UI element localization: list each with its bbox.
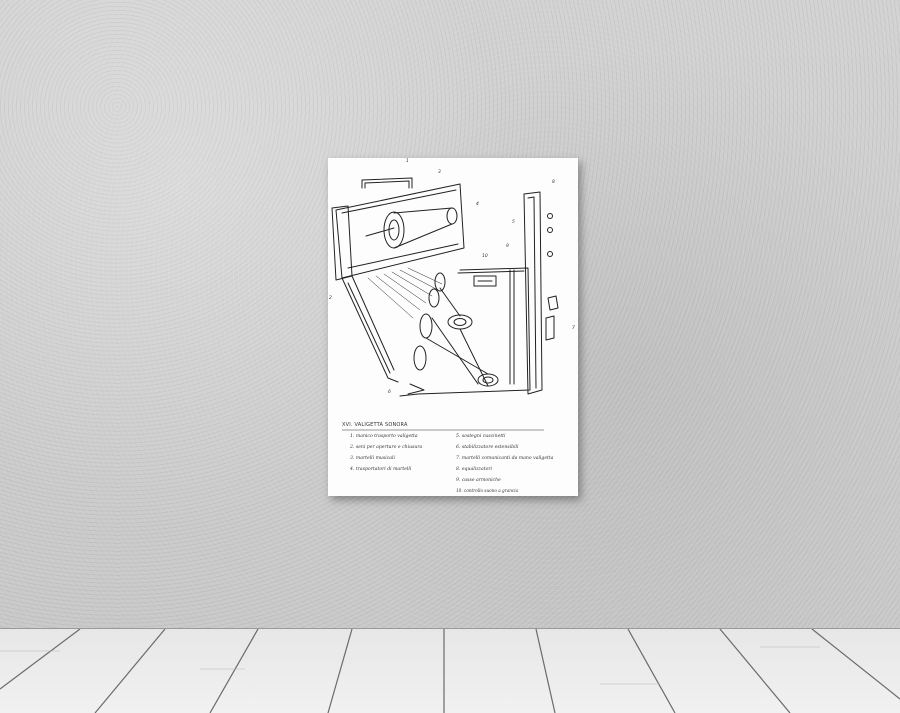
- callout-8: 8: [552, 180, 555, 185]
- legend-item: 10. controllo suono a grancia: [456, 488, 519, 493]
- caption-title: XVI. VALIGETTA SONORA: [342, 422, 408, 428]
- callout-5: 5: [512, 220, 515, 225]
- callout-7: 7: [572, 326, 575, 331]
- legend-item: 7. martelli comunicanti da mano valigett…: [456, 456, 554, 461]
- callout-3: 3: [438, 170, 441, 175]
- callout-4: 4: [476, 202, 479, 207]
- callout-1: 1: [406, 159, 409, 164]
- wooden-floor: [0, 628, 900, 713]
- floor-planks: [0, 629, 900, 713]
- legend-item: 8. equalizzatori: [456, 467, 492, 472]
- legend-item: 2. seni per aperture e chiusura: [350, 445, 423, 450]
- legend-item: 1. manico trasporto valigetta: [350, 434, 418, 439]
- legend-item: 5. sostegni cuscinetti: [456, 434, 506, 439]
- callout-9: 9: [506, 244, 509, 249]
- callout-10: 10: [482, 254, 488, 259]
- framed-print: 1 2 3 4 5 6 7 8 9 10 XVI. VALIGETTA SONO…: [328, 158, 578, 496]
- legend-item: 3. martelli musicali: [350, 456, 395, 461]
- callout-2: 2: [329, 296, 332, 301]
- legend-item: 6. stabilizzatore estensibili: [456, 445, 519, 450]
- callout-6: 6: [388, 390, 391, 395]
- legend-item: 4. trasportatori di martelli: [350, 467, 412, 472]
- valigetta-sketch: [331, 177, 559, 431]
- legend-item: 9. casse armoniche: [456, 478, 501, 483]
